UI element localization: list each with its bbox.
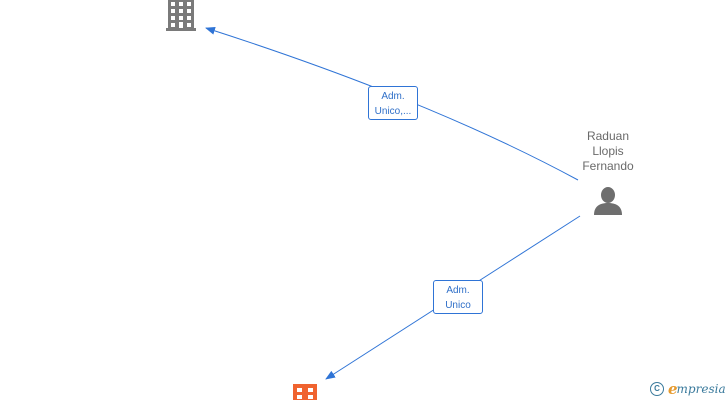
edge-label-line: Unico,... <box>374 106 412 117</box>
edge-label-line: Unico <box>445 300 471 311</box>
edge-label-line: Adm. <box>446 285 470 296</box>
edge-label-line: Adm. <box>381 91 405 102</box>
building-icon <box>166 0 196 31</box>
person-node[interactable] <box>592 186 624 216</box>
edge-label-adm-unico-bottom[interactable]: Adm. Unico <box>433 280 483 314</box>
brand-logo-initial: e <box>668 380 678 398</box>
person-name-line: Llopis <box>592 144 624 158</box>
person-name-line: Raduan <box>586 129 630 143</box>
person-icon <box>594 187 622 215</box>
person-name: Raduan Llopis Fernando <box>566 129 650 174</box>
company-node-bottom[interactable] <box>291 382 319 402</box>
person-name-line: Fernando <box>582 159 634 173</box>
edge-label-adm-unico-top[interactable]: Adm. Unico,... <box>368 86 418 120</box>
company-node-top[interactable] <box>164 0 198 32</box>
building-icon <box>293 384 317 402</box>
brand-logo-text: mpresia <box>676 382 726 396</box>
brand-watermark: C e mpresia <box>650 379 726 399</box>
copyright-icon: C <box>650 382 664 396</box>
